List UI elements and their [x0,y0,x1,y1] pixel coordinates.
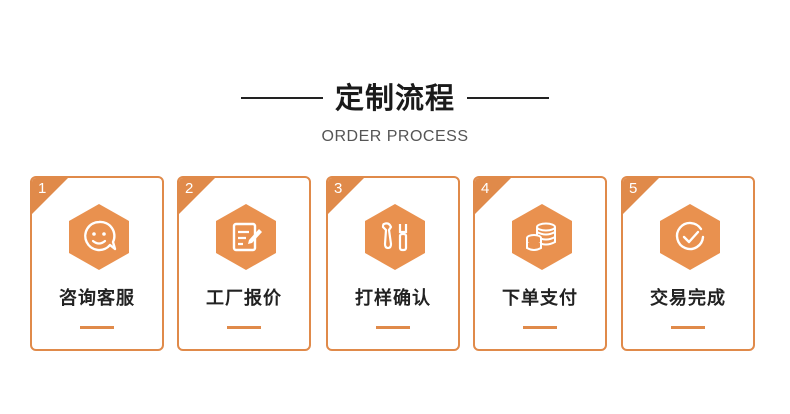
check-circle-icon [660,204,720,270]
title-left-divider [240,97,323,99]
step-label: 下单支付 [502,288,578,309]
step-corner-badge [328,178,366,216]
document-edit-icon [216,204,276,270]
step-underline [671,326,705,329]
step-underline [80,326,114,329]
step-corner-badge [32,178,70,216]
tools-icon [365,204,425,270]
step-underline [227,326,261,329]
step-label: 咨询客服 [59,288,135,309]
page-title: 定制流程 [334,81,455,115]
step-label: 打样确认 [355,288,431,309]
step-label: 工厂报价 [206,288,282,309]
process-steps: 1 咨询客服 2 工厂报价 3 [30,176,762,356]
step-number: 4 [481,180,490,197]
step-label: 交易完成 [650,288,726,309]
step-corner-badge [179,178,217,216]
step-number: 2 [185,180,194,197]
step-card-2: 2 工厂报价 [177,176,311,351]
coins-icon [512,204,572,270]
step-card-4: 4 下单支付 [473,176,607,351]
page-subtitle: ORDER PROCESS [321,128,469,145]
step-number: 3 [334,180,343,197]
step-underline [376,326,410,329]
step-corner-badge [475,178,513,216]
step-card-5: 5 交易完成 [621,176,755,351]
step-number: 5 [629,180,638,197]
title-right-divider [467,97,549,99]
step-corner-badge [623,178,661,216]
title-row: 定制流程 [0,78,790,118]
step-underline [523,326,557,329]
step-card-1: 1 咨询客服 [30,176,164,351]
step-card-3: 3 打样确认 [326,176,460,351]
step-number: 1 [38,180,47,197]
smile-chat-icon [69,204,129,270]
